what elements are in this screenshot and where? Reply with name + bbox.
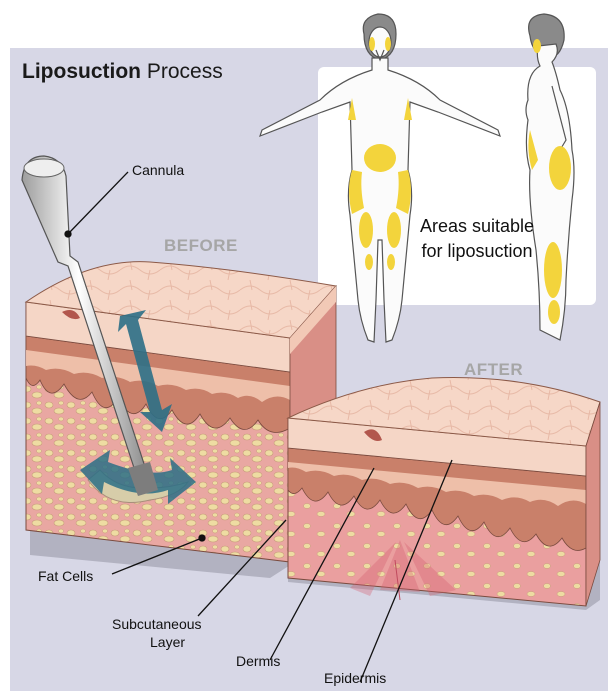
dermis-label: Dermis bbox=[236, 653, 280, 669]
diagram-title: Liposuction Process bbox=[22, 60, 223, 84]
subcutaneous-label-line2: Layer bbox=[150, 634, 185, 650]
after-skin-block bbox=[288, 378, 600, 611]
areas-note: Areas suitable for liposuction bbox=[418, 214, 536, 264]
after-label: AFTER bbox=[464, 360, 523, 380]
fat-cells-label: Fat Cells bbox=[38, 568, 93, 584]
subcutaneous-label-line1: Subcutaneous bbox=[112, 616, 202, 632]
cannula-label: Cannula bbox=[132, 162, 184, 178]
epidermis-label: Epidermis bbox=[324, 670, 386, 686]
title-bold: Liposuction bbox=[22, 60, 141, 83]
before-label: BEFORE bbox=[164, 236, 238, 256]
title-rest: Process bbox=[141, 60, 223, 83]
